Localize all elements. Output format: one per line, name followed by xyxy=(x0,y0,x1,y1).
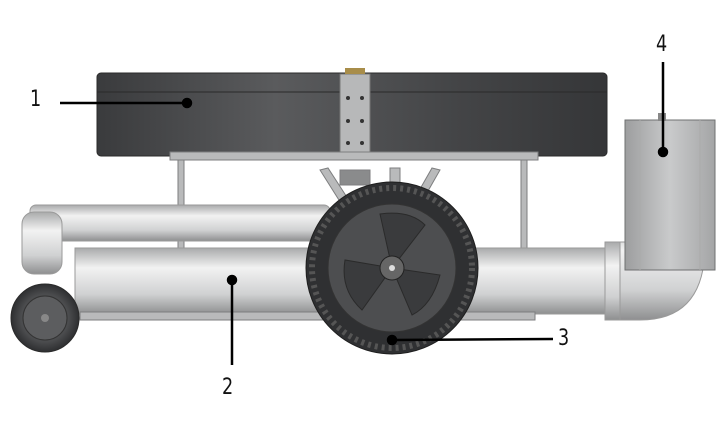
callout-label-4: 4 xyxy=(656,32,668,57)
callout-dot-2 xyxy=(226,274,238,286)
callout-dot-4 xyxy=(657,146,669,158)
drum-housing xyxy=(96,68,608,161)
callout-label-1: 1 xyxy=(30,87,42,112)
callout-label-3: 3 xyxy=(558,326,570,351)
main-wheel xyxy=(305,181,479,355)
callout-label-2: 2 xyxy=(222,375,234,400)
filter-box xyxy=(624,113,716,271)
callout-dot-1 xyxy=(181,97,193,109)
callout-lines xyxy=(60,62,669,365)
callout-line-3 xyxy=(391,337,554,342)
callout-dot-3 xyxy=(386,334,398,346)
small-wheel xyxy=(10,283,80,353)
